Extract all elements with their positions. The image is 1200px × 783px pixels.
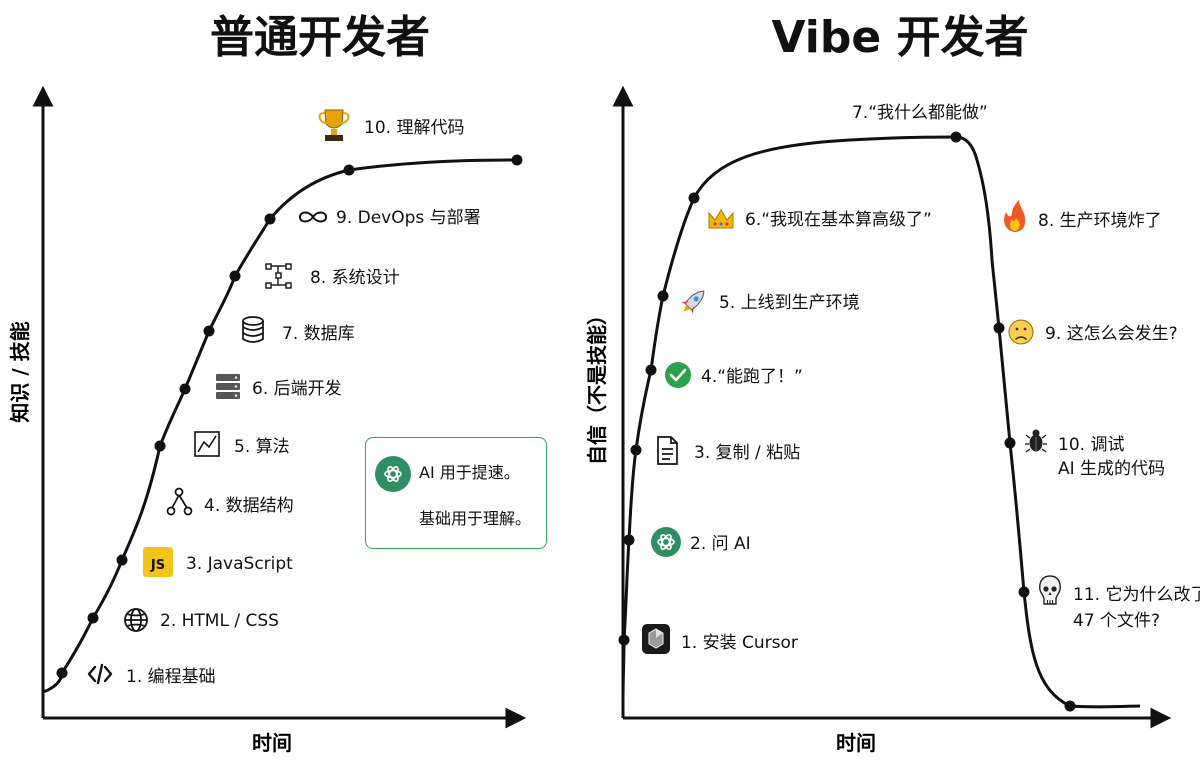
left-x-axis-label: 时间 [252,731,292,755]
right-dot-3 [630,444,642,456]
svg-text:JS: JS [150,558,165,573]
right-step-11-label-line1: 11. 它为什么改了 [1073,585,1200,605]
left-dot-9 [343,164,355,176]
code-icon [87,663,113,685]
left-step-9-label: 9. DevOps 与部署 [336,208,481,228]
chatgpt-icon [651,527,681,557]
right-dot-9 [1004,437,1016,449]
left-dot-7 [229,270,241,282]
left-step-3-label: 3. JavaScript [186,554,293,574]
worried-face-icon [1008,319,1034,345]
left-dot-1 [56,667,68,679]
left-panel-title: 普通开发者 [210,12,430,63]
system-design-icon [265,263,292,289]
cursor-app-icon [642,624,670,654]
left-step-7-label: 7. 数据库 [282,324,355,344]
left-dot-3 [116,554,128,566]
right-step-4-label: 4.“能跑了！” [701,367,803,387]
left-chart: 时间 知识 / 技能 1. 编程基础 2. HTML / CSS [8,85,527,755]
crown-icon [708,209,734,229]
right-chart: 时间 自信（不是技能） 1. 安装 Cursor [585,85,1200,755]
right-dot-5 [657,290,669,302]
bug-icon [1025,429,1047,453]
database-icon [242,316,264,343]
right-step-1-label: 1. 安装 Cursor [681,633,798,653]
right-milestone-dots [618,131,1076,712]
left-dot-4 [154,440,166,452]
right-dot-6 [688,192,700,204]
right-dot-1 [618,634,630,646]
chatgpt-icon [375,456,411,492]
note-line-speed: AI 用于提速。 [419,463,520,482]
right-step-2-label: 2. 问 AI [690,534,751,554]
right-panel-title: Vibe 开发者 [771,12,1029,63]
left-dot-5 [179,383,191,395]
right-step-5-label: 5. 上线到生产环境 [719,293,860,313]
server-stack-icon [216,374,240,399]
skull-icon [1039,575,1061,605]
left-growth-curve [42,158,518,694]
ai-note-box: AI 用于提速。 基础用于理解。 [365,437,547,549]
check-circle-icon [665,362,691,388]
right-dot-2 [623,534,635,546]
right-step-11-label-line2: 47 个文件? [1073,611,1160,631]
right-step-3-label: 3. 复制 / 粘贴 [694,443,800,463]
right-confidence-curve [621,135,1141,709]
trophy-icon [318,109,350,141]
right-step-10-label-line2: AI 生成的代码 [1058,459,1165,479]
globe-icon [124,608,148,632]
right-step-9-label: 9. 这怎么会发生? [1045,324,1178,344]
left-step-10-label: 10. 理解代码 [364,118,464,138]
right-step-8-label: 8. 生产环境炸了 [1038,211,1162,231]
left-y-axis-label: 知识 / 技能 [8,321,32,422]
right-step-7-label: 7.“我什么都能做” [852,103,988,123]
right-step-6-label: 6.“我现在基本算高级了” [745,210,932,230]
javascript-badge-icon: JS [143,547,173,577]
right-dot-10 [1018,586,1030,598]
left-dot-8 [264,213,276,225]
infinity-icon [298,211,328,223]
left-step-1-label: 1. 编程基础 [126,667,216,687]
rocket-icon [681,290,705,314]
left-step-8-label: 8. 系统设计 [310,268,400,288]
left-step-5-label: 5. 算法 [234,437,290,457]
right-dot-7 [950,131,962,143]
left-step-6-label: 6. 后端开发 [252,379,342,399]
line-graph-icon [194,431,220,457]
right-dot-8 [993,322,1005,334]
left-step-4-label: 4. 数据结构 [204,496,294,516]
left-step-2-label: 2. HTML / CSS [160,611,279,631]
left-dot-2 [87,612,99,624]
right-step-10-label-line1: 10. 调试 [1058,435,1124,455]
left-dot-6 [203,325,215,337]
document-icon [657,436,678,465]
left-milestone-dots [56,154,523,679]
note-line-understanding: 基础用于理解。 [419,509,532,528]
fire-icon [1004,200,1026,232]
right-y-axis-label: 自信（不是技能） [585,305,609,465]
tree-nodes-icon [166,487,193,516]
right-x-axis-label: 时间 [836,731,876,755]
right-dot-4 [645,364,657,376]
right-dot-11 [1064,700,1076,712]
left-dot-10 [511,154,523,166]
